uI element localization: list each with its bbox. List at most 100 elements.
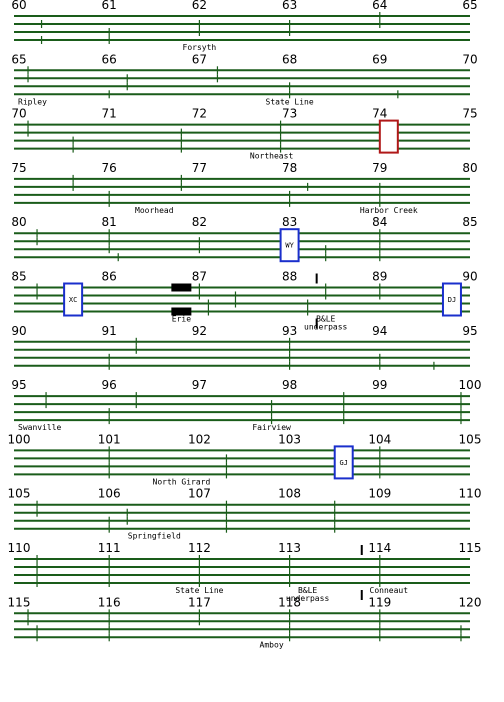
milepost-label: 72 [192,107,207,121]
milepost-label: 66 [102,52,117,66]
milepost-label: 89 [372,270,387,284]
milepost-label: 104 [368,432,391,446]
milepost-label: 61 [102,0,117,12]
milepost-label: 98 [282,378,297,392]
milepost-label: 63 [282,0,297,12]
milepost-label: 76 [102,161,117,175]
place-label: Moorhead [135,206,174,215]
place-label: Forsyth [183,43,217,52]
milepost-label: 82 [192,215,207,229]
milepost-label: 68 [282,52,297,66]
milepost-label: 79 [372,161,387,175]
milepost-label: 78 [282,161,297,175]
milepost-label: 118 [278,595,301,609]
milepost-label: 65 [462,0,477,12]
place-label: Ripley [18,97,47,106]
milepost-label: 90 [462,270,477,284]
milepost-label: 80 [11,215,26,229]
milepost-label: 88 [282,270,297,284]
tower-box [279,228,300,263]
milepost-label: 108 [278,487,301,501]
milepost-label: 99 [372,378,387,392]
milepost-label: 96 [102,378,117,392]
tower-box-label: GJ [340,459,348,467]
milepost-label: 80 [462,161,477,175]
milepost-label: 110 [8,541,31,555]
milepost-label: 112 [188,541,211,555]
milepost-label: 65 [11,52,26,66]
tower-box [378,119,399,154]
place-label: North Girard [153,477,211,486]
place-label: Amboy [260,640,284,649]
milepost-label: 75 [11,161,26,175]
milepost-label: 73 [282,107,297,121]
place-label: State Line [175,586,223,595]
milepost-label: 105 [8,487,31,501]
place-label: Harbor Creek [360,206,418,215]
milepost-label: 70 [462,52,477,66]
milepost-label: 69 [372,52,387,66]
milepost-label: 62 [192,0,207,12]
milepost-label: 119 [368,595,391,609]
milepost-label: 86 [102,270,117,284]
milepost-label: 85 [462,215,477,229]
milepost-label: 117 [188,595,211,609]
milepost-label: 91 [102,324,117,338]
milepost-label: 95 [462,324,477,338]
track-section: 90 91 92 93 94 95 [11,324,478,370]
tower-box [441,282,462,317]
milepost-label: 81 [102,215,117,229]
milepost-label: 87 [192,270,207,284]
milepost-label: 77 [192,161,207,175]
milepost-label: 109 [368,487,391,501]
milepost-label: 101 [98,432,121,446]
milepost-label: 113 [278,541,301,555]
milepost-label: 70 [11,107,26,121]
milepost-label: 115 [459,541,482,555]
milepost-label: 95 [11,378,26,392]
milepost-label: 83 [282,215,297,229]
milepost-label: 97 [192,378,207,392]
place-label: Conneaut [370,586,409,595]
milepost-label: 85 [11,270,26,284]
milepost-label: 116 [98,595,121,609]
station-block [171,307,192,316]
place-label: underpass [286,594,330,603]
milepost-label: 102 [188,432,211,446]
milepost-label: 103 [278,432,301,446]
milepost-label: 94 [372,324,387,338]
place-label: Fairview [252,423,291,432]
milepost-label: 93 [282,324,297,338]
milepost-label: 105 [459,432,482,446]
milepost-label: 75 [462,107,477,121]
milepost-label: 100 [8,432,31,446]
milepost-label: 84 [372,215,387,229]
station-block [171,283,192,292]
milepost-label: 114 [368,541,391,555]
tower-box-label: WY [285,242,294,250]
tower-box-label: XC [69,296,77,304]
milepost-label: 64 [372,0,387,12]
milepost-label: 90 [11,324,26,338]
tower-box-label: DJ [448,296,456,304]
place-label: underpass [304,323,348,332]
place-label: B&LE [298,586,317,595]
milepost-label: 100 [459,378,482,392]
milepost-label: 115 [8,595,31,609]
milepost-label: 111 [98,541,121,555]
milepost-label: 92 [192,324,207,338]
place-label: Swanville [18,423,62,432]
place-label: Springfield [128,532,181,541]
milepost-label: 67 [192,52,207,66]
tower-box [333,445,354,480]
